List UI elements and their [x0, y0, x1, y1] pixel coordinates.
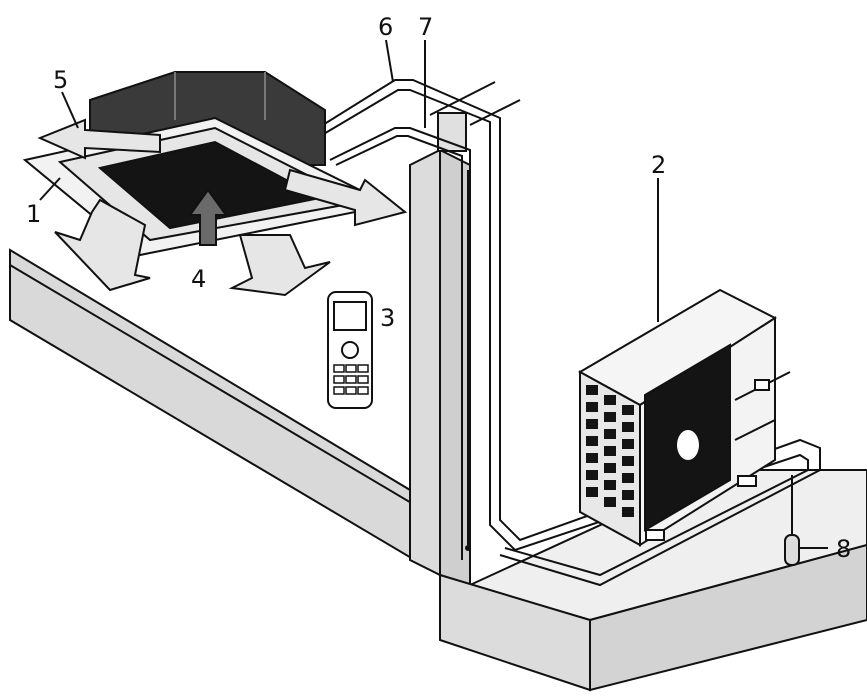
pipe-7-outer: [329, 127, 471, 560]
pipe-6-outer: [317, 79, 821, 587]
airflow-arrow-down-left: [54, 198, 151, 292]
leader-line-5: [61, 91, 79, 129]
drain-hose-outlet: [784, 534, 800, 566]
exterior-wall-side: [439, 148, 471, 587]
callouts: 1 2 3 4 5 6 7 8: [26, 13, 851, 563]
outdoor-unit-foot-2: [737, 475, 757, 487]
airflow-arrow-down-right: [228, 234, 331, 297]
leader-line-1: [39, 177, 61, 201]
ceiling-cassette-unit: [22, 71, 394, 257]
exterior-wall-front: [409, 148, 441, 577]
ground-slab-side: [589, 543, 867, 692]
drain-hose: [784, 475, 800, 566]
remote-screen: [333, 301, 367, 331]
outdoor-panel-line-2: [734, 419, 776, 441]
wall-junction-box: [437, 112, 467, 152]
airflow-arrow-right: [283, 168, 408, 227]
outdoor-unit-vents: [586, 385, 634, 517]
outdoor-service-valve: [754, 379, 770, 391]
remote-control: [327, 291, 373, 409]
callout-7: 7: [418, 13, 433, 41]
intake-arrow-4: [188, 188, 228, 246]
outdoor-unit-fan-hub: [677, 430, 699, 460]
leader-line-6: [385, 39, 394, 83]
remote-buttons: [333, 364, 369, 395]
airflow-arrow-5: [37, 118, 161, 160]
drain-pipe-end: [465, 545, 471, 551]
callout-5: 5: [53, 66, 68, 94]
callout-1: 1: [26, 200, 41, 228]
callout-8: 8: [836, 535, 851, 563]
remote-dial: [341, 341, 359, 359]
roof-line-2: [469, 99, 521, 126]
airflow-arrows: [37, 118, 408, 297]
pipe-7-inner: [335, 135, 463, 560]
callout-6: 6: [378, 13, 393, 41]
leader-lines: [39, 39, 828, 549]
callout-2: 2: [651, 151, 666, 179]
outdoor-unit: [577, 288, 791, 547]
callout-4: 4: [191, 265, 206, 293]
outdoor-unit-foot-1: [645, 529, 665, 541]
refrigerant-piping: [317, 79, 821, 587]
roof-line-1: [429, 81, 496, 116]
callout-3: 3: [380, 304, 395, 332]
pipe-6-inner: [321, 89, 809, 577]
